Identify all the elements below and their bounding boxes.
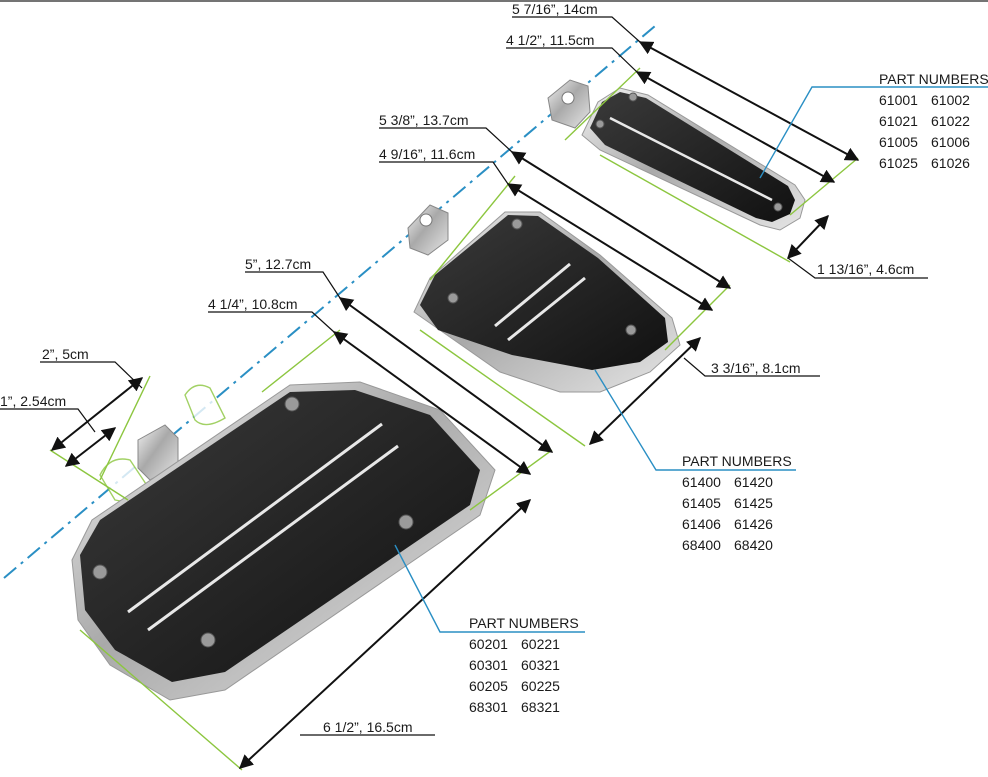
guide-large-rear (261, 329, 341, 393)
part-number: 61021 (879, 113, 918, 129)
medium-bolt-1 (511, 218, 523, 230)
part-number: 60321 (521, 657, 560, 673)
leader-medium-parts (594, 369, 796, 471)
part-number: 61426 (734, 516, 773, 532)
guide-small-front (789, 157, 859, 216)
dim-large-width (238, 499, 532, 769)
part-number: 68400 (682, 537, 721, 553)
leader-small-parts (759, 86, 988, 179)
part-number: 68321 (521, 699, 560, 715)
label-medium-width: 3 3/16”, 8.1cm (711, 360, 801, 376)
part-number: 61406 (682, 516, 721, 532)
small-bolt-1 (628, 92, 638, 102)
large-bolt-4 (200, 632, 216, 648)
part-number: 68301 (469, 699, 508, 715)
leader-small-width (787, 257, 928, 279)
small-bolt-3 (773, 202, 783, 212)
leader-large-length-inner (208, 311, 335, 333)
center-axis-line (3, 25, 656, 579)
leader-small-length-inner (506, 47, 638, 73)
label-small-length-outer: 5 7/16”, 14cm (512, 1, 598, 17)
leader-small-length-outer (512, 16, 641, 43)
dim-large-length-inner (332, 331, 532, 475)
dimension-lines (50, 41, 860, 769)
part-number: 61425 (734, 495, 773, 511)
medium-bolt-2 (447, 292, 459, 304)
label-large-length-inner: 4 1/4”, 10.8cm (208, 296, 298, 312)
label-medium-length-inner: 4 9/16”, 11.6cm (379, 146, 475, 162)
part-number: 60201 (469, 636, 508, 652)
part-number: 61001 (879, 92, 918, 108)
label-large-width: 6 1/2”, 16.5cm (323, 719, 413, 735)
dim-small-length-inner (635, 71, 836, 183)
part-numbers-small: PART NUMBERS 61001 61002 61021 61022 610… (879, 71, 988, 171)
large-bolt-3 (398, 514, 414, 530)
label-large-length-outer: 5”, 12.7cm (245, 256, 311, 272)
leader-large-offset-outer (40, 361, 143, 389)
part-number-leaders (394, 86, 988, 633)
dim-large-offset-outer (50, 377, 144, 451)
part-numbers-large-heading: PART NUMBERS (469, 615, 579, 631)
part-number: 61002 (931, 92, 970, 108)
part-number: 60301 (469, 657, 508, 673)
part-number: 61006 (931, 134, 970, 150)
medium-clevis (407, 204, 449, 256)
part-number: 61026 (931, 155, 970, 171)
part-number: 61420 (734, 474, 773, 490)
medium-bolt-3 (625, 324, 637, 336)
leader-large-length-outer (245, 271, 341, 299)
dim-small-width (787, 214, 829, 260)
dim-medium-length-inner (506, 183, 714, 311)
large-bolt-2 (92, 564, 108, 580)
guide-medium-rear (429, 175, 516, 281)
leader-medium-length-inner (379, 161, 509, 185)
part-number: 61400 (682, 474, 721, 490)
dim-large-offset-inner (64, 427, 117, 467)
small-footpeg (547, 79, 806, 231)
medium-clevis-hole (419, 213, 433, 227)
leader-medium-width (683, 357, 820, 377)
label-small-length-inner: 4 1/2”, 11.5cm (506, 32, 594, 48)
label-small-width: 1 13/16”, 4.6cm (817, 261, 914, 277)
label-large-offset-inner: 1”, 2.54cm (0, 393, 66, 409)
small-clevis-hole (561, 91, 575, 105)
part-numbers-small-heading: PART NUMBERS (879, 71, 988, 87)
large-bolt-1 (284, 396, 300, 412)
small-bolt-2 (595, 119, 605, 129)
part-number: 61005 (879, 134, 918, 150)
label-leaders (0, 16, 928, 736)
leader-large-parts (394, 544, 585, 633)
leader-large-offset-inner (0, 408, 96, 433)
large-floorboard (71, 381, 496, 701)
part-number: 61405 (682, 495, 721, 511)
large-mount-ghost-right (184, 384, 226, 426)
part-number: 61022 (931, 113, 970, 129)
guide-large-mount-2 (49, 449, 129, 501)
dim-medium-width (588, 337, 702, 445)
label-large-offset-outer: 2”, 5cm (42, 346, 89, 362)
label-medium-length-outer: 5 3/8”, 13.7cm (379, 112, 469, 128)
part-numbers-medium: PART NUMBERS 61400 61420 61405 61425 614… (682, 453, 792, 553)
part-number: 60225 (521, 678, 560, 694)
part-numbers-large: PART NUMBERS 60201 60221 60301 60321 602… (469, 615, 579, 715)
medium-rubber-pad (420, 215, 668, 370)
part-numbers-medium-heading: PART NUMBERS (682, 453, 792, 469)
part-number: 68420 (734, 537, 773, 553)
medium-floorboard (407, 204, 681, 393)
part-number: 60221 (521, 636, 560, 652)
part-number: 61025 (879, 155, 918, 171)
guide-small-rear (564, 67, 641, 141)
guide-large-side (79, 629, 243, 771)
leader-medium-length-outer (379, 127, 513, 153)
part-number: 60205 (469, 678, 508, 694)
